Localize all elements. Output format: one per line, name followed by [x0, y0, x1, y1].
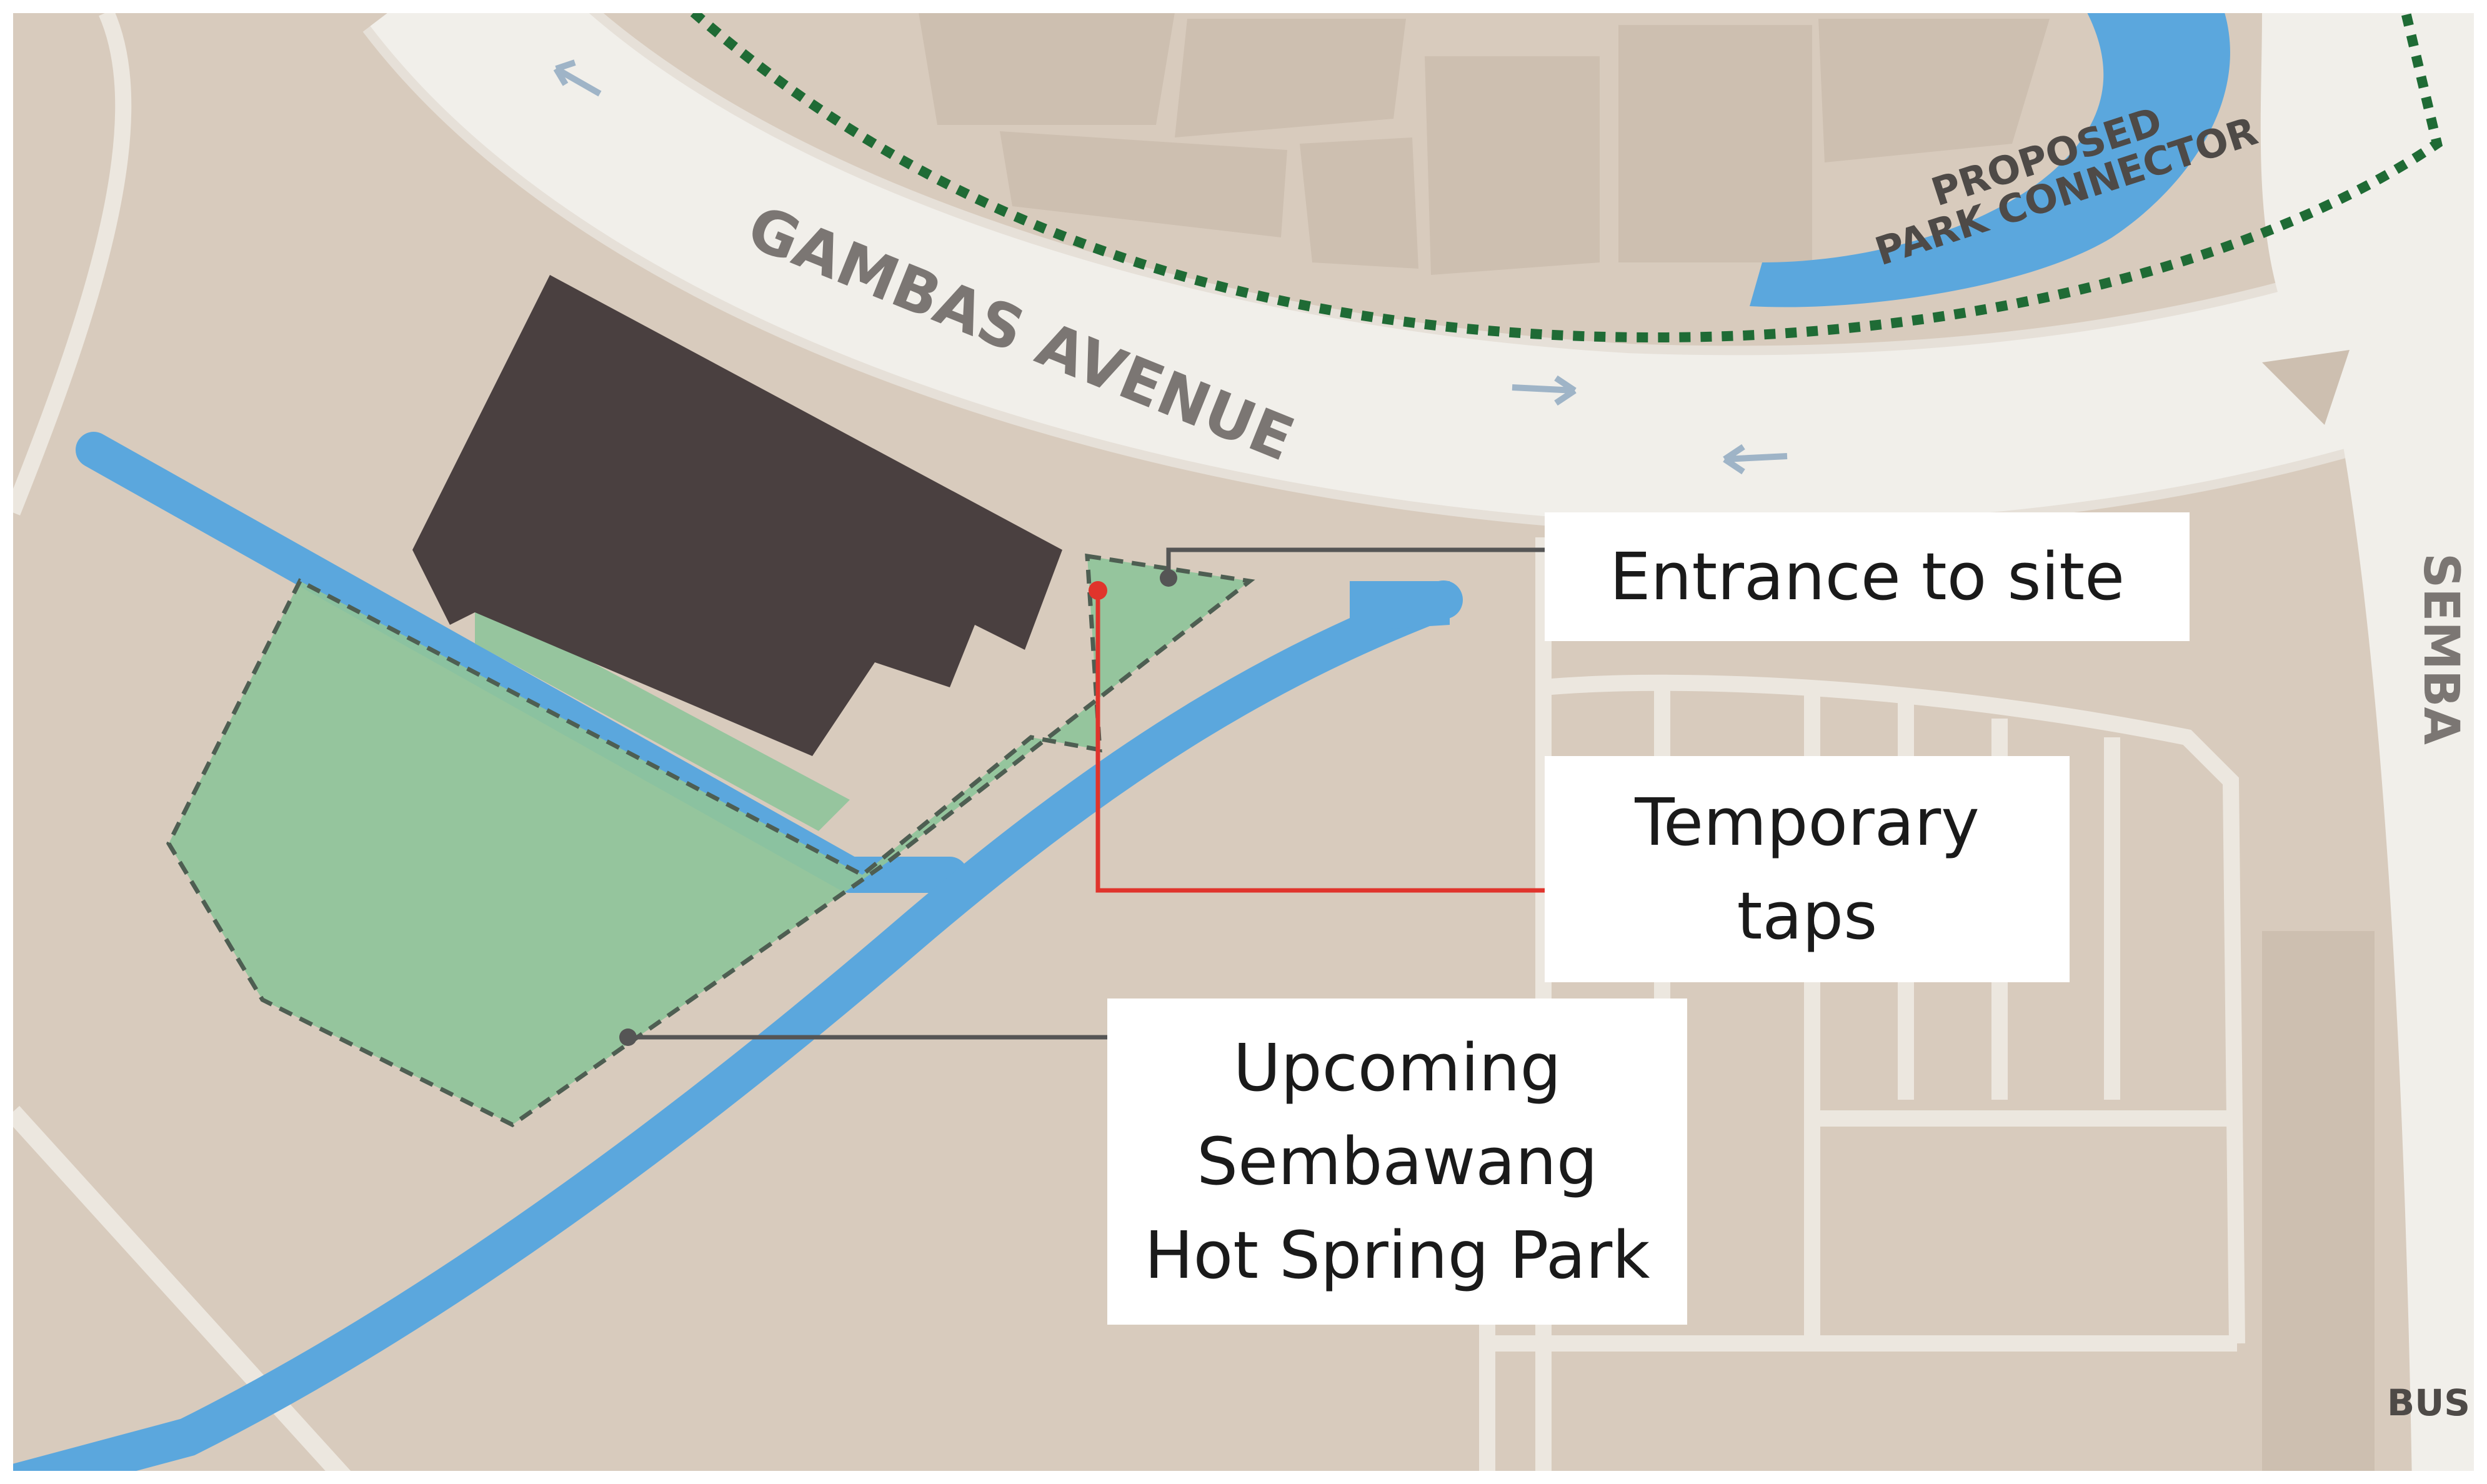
top-blocks — [919, 12, 2050, 275]
park-callout-line-3: Hot Spring Park — [1144, 1217, 1650, 1293]
minor-road-diagonal — [5, 1105, 357, 1484]
bus-depot — [2262, 931, 2375, 1481]
sembawang-road-label: SEMBA — [2413, 553, 2469, 745]
park-dot-marker-icon — [619, 1028, 637, 1046]
taps-callout-line — [1095, 590, 1545, 893]
hot-spring-park-callout: Upcoming Sembawang Hot Spring Park — [1107, 998, 1687, 1325]
proposed-park-connector — [690, 8, 2443, 343]
traffic-island — [2262, 350, 2350, 425]
taps-callout-line-2: taps — [1737, 878, 1878, 954]
red-dot-marker-icon — [1089, 581, 1107, 600]
park-callout-line-1: Upcoming — [1233, 1030, 1562, 1106]
dot-marker-icon — [1160, 569, 1177, 587]
park-callout-line-2: Sembawang — [1197, 1123, 1598, 1200]
building — [412, 275, 1062, 756]
park-strip — [475, 600, 850, 831]
residential-grid — [1479, 537, 2245, 1484]
sembawang-road — [2325, 350, 2487, 1484]
minor-road-left — [4, 9, 132, 515]
canal-lower — [0, 580, 1463, 1484]
entrance-callout-line — [1166, 547, 1545, 575]
temporary-taps-callout: Temporary taps — [1545, 756, 2070, 982]
bus-label: BUS — [2387, 1382, 2470, 1424]
canal-cap — [1350, 581, 1450, 631]
gambas-avenue-road-surface — [370, 0, 2487, 524]
park-site-area — [166, 553, 1255, 1128]
taps-callout-line-1: Temporary — [1635, 784, 1980, 860]
entrance-callout: Entrance to site — [1545, 512, 2190, 641]
top-canal — [1750, 12, 2230, 307]
entrance-callout-text: Entrance to site — [1609, 539, 2125, 615]
arrow-icon — [553, 59, 1788, 475]
top-right-road — [2260, 12, 2487, 350]
